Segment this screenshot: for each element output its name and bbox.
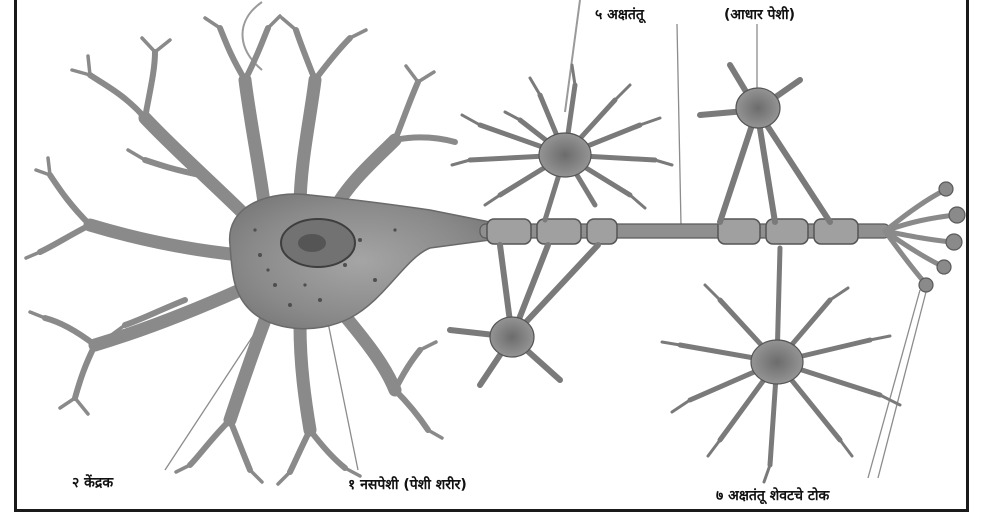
glial-cell-bottom-middle	[450, 245, 598, 385]
axon-terminals	[885, 182, 965, 292]
glial-cell-bottom-right	[662, 248, 900, 482]
label-nucleus: २ केंद्रक	[72, 474, 113, 492]
glial-cell-top-right	[700, 65, 830, 222]
label-axon-terminal: ७ अक्षतंतू शेवटचे टोक	[716, 487, 829, 505]
nucleus	[281, 219, 355, 267]
label-axon: ५ अक्षतंतू	[595, 6, 644, 24]
cell-body	[230, 194, 490, 329]
glial-cell-top-middle	[452, 65, 672, 220]
label-cell-body: १ नसपेशी (पेशी शरीर)	[348, 476, 467, 494]
label-support-cell: (आधार पेशी)	[724, 6, 795, 24]
